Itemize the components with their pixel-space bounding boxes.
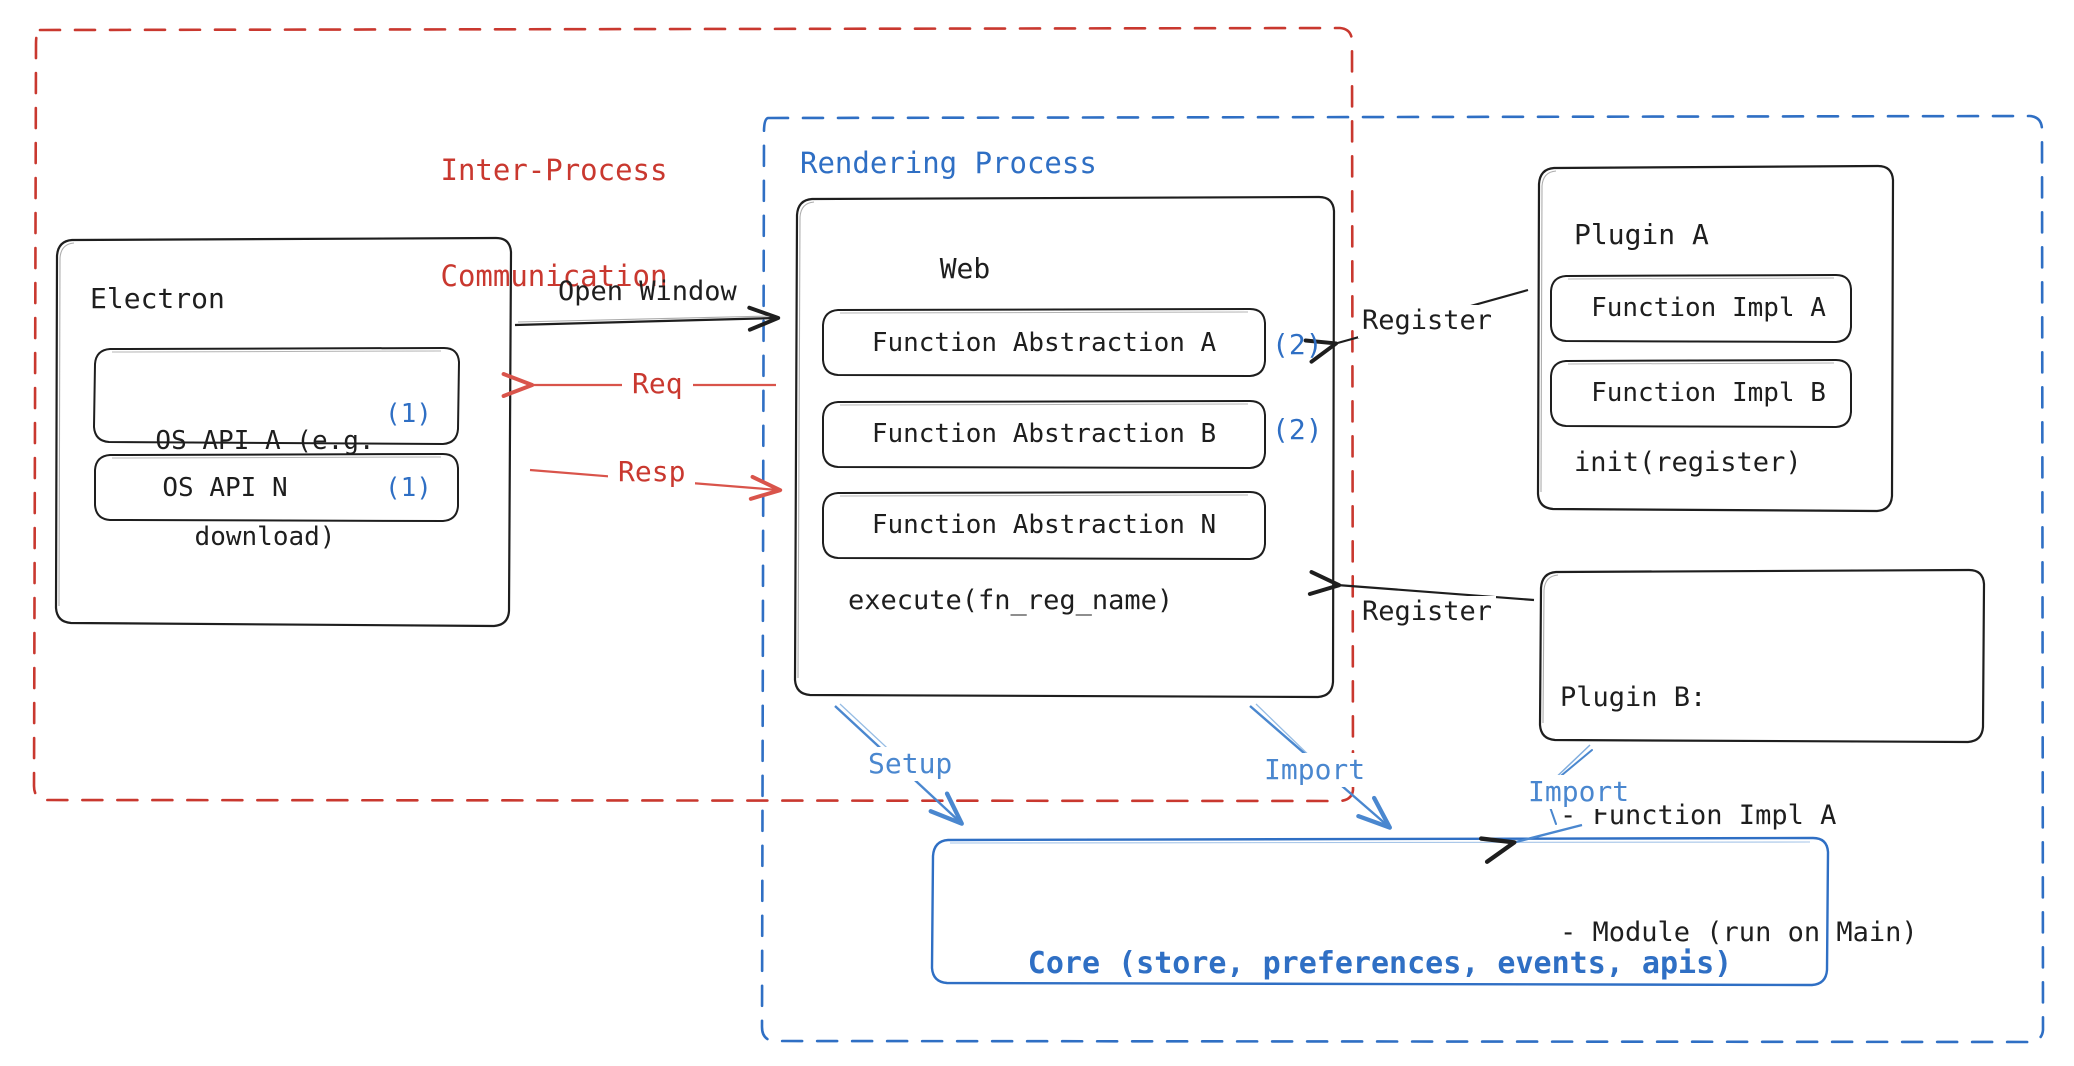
function-impl-b-label: Function Impl B [1591, 378, 1826, 408]
os-api-a-line-1: OS API A (e.g. [155, 426, 375, 457]
function-abstraction-n-label: Function Abstraction N [871, 510, 1217, 540]
plugin-b-title: Plugin B: [1560, 682, 1707, 714]
edge-label-register-plugin-b: Register [1358, 596, 1497, 629]
function-abstraction-b-label: Function Abstraction B [871, 419, 1217, 449]
edge-label-resp: Resp [608, 455, 696, 490]
rendering-process-title: Rendering Process [800, 146, 1097, 180]
web-box-title: Web [939, 252, 991, 285]
function-abstraction-a-marker: (2) [1272, 328, 1323, 361]
edge-label-setup: Setup [862, 747, 959, 782]
os-api-a-label: OS API A (e.g. download) [100, 363, 430, 617]
plugin-b-item-2: - Module (run on Main) [1560, 917, 1918, 949]
os-api-a-marker: (1) [385, 399, 432, 429]
os-api-n-label: OS API N [162, 473, 288, 503]
web-execute-footer: execute(fn_reg_name) [848, 585, 1174, 616]
plugin-a-box-title: Plugin A [1574, 218, 1709, 251]
plugin-a-init-footer: init(register) [1574, 447, 1802, 478]
core-line-1: Core (store, preferences, events, apis) [1027, 946, 1733, 982]
ipc-title-line-1: Inter-Process [440, 152, 668, 187]
edge-label-register-plugin-a: Register [1358, 305, 1497, 338]
os-api-a-line-2: download) [194, 521, 336, 552]
function-abstraction-b-marker: (2) [1272, 413, 1323, 446]
core-box-content: Core (store, preferences, events, apis) … [948, 858, 1812, 1066]
electron-box-title: Electron [90, 282, 225, 315]
os-api-n-marker: (1) [385, 473, 432, 503]
ipc-title-line-2: Communication [440, 258, 668, 293]
ipc-container-title: Inter-Process Communication [424, 82, 684, 365]
edge-label-import-web: Import [1258, 753, 1372, 788]
edge-label-open-window: Open Window [558, 276, 737, 307]
edge-label-import-plugin-b: Import [1522, 775, 1636, 810]
function-abstraction-a-label: Function Abstraction A [871, 328, 1217, 358]
function-impl-a-label: Function Impl A [1591, 293, 1826, 323]
edge-label-req: Req [622, 367, 693, 402]
